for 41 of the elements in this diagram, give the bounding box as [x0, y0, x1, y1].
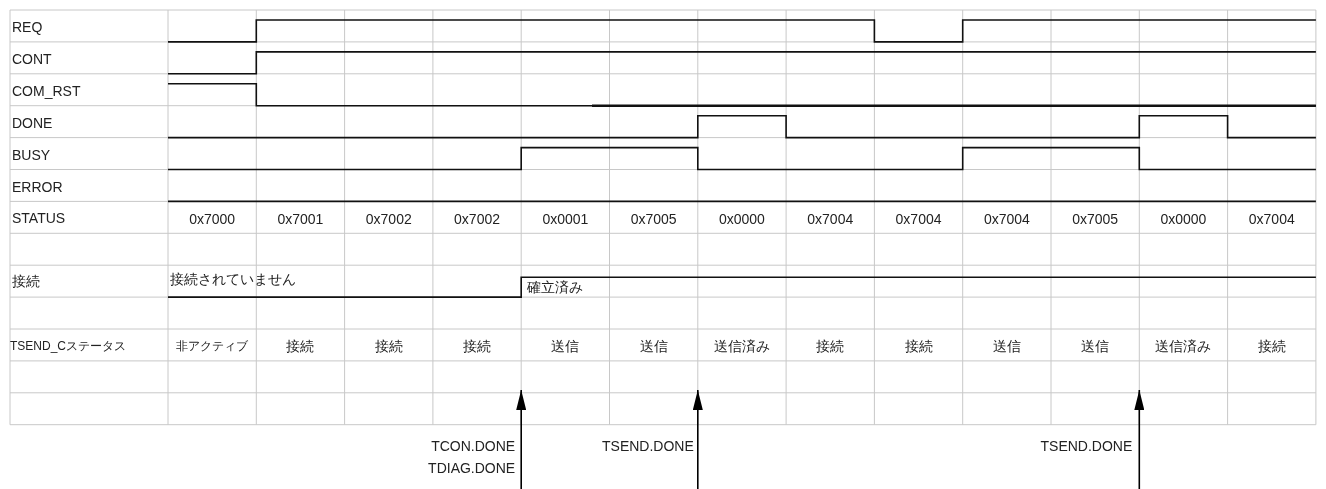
- state-text: 接続されていません: [170, 271, 296, 288]
- state-text: 送信: [551, 338, 580, 354]
- status-value: 0x7004: [983, 211, 1030, 228]
- status-value: 0x0000: [1160, 211, 1207, 228]
- state-text: 接続: [816, 338, 845, 354]
- status-value: 0x7000: [189, 211, 236, 228]
- signal-name: STATUS: [12, 210, 66, 227]
- state-text: 接続: [1257, 338, 1286, 354]
- event-label: TSEND.DONE: [602, 438, 694, 454]
- status-value: 0x7002: [454, 211, 500, 228]
- state-text: 送信: [992, 338, 1021, 354]
- signal-name: REQ: [12, 19, 43, 35]
- state-text: 非アクティブ: [176, 338, 249, 354]
- state-text: 接続: [463, 338, 492, 354]
- signal-name: COM_RST: [12, 82, 81, 99]
- status-value: 0x7005: [630, 211, 677, 228]
- status-value: 0x7002: [365, 211, 412, 228]
- signal-name: BUSY: [12, 146, 51, 163]
- status-value: 0x7004: [1248, 211, 1295, 228]
- state-text: 接続: [904, 338, 933, 354]
- state-text: 送信済み: [713, 338, 770, 354]
- signal-name: DONE: [12, 114, 53, 131]
- state-text: 送信済み: [1155, 338, 1212, 354]
- status-value: 0x7004: [895, 211, 942, 228]
- signal-name: TSEND_Cステータス: [10, 338, 126, 354]
- signal-name: CONT: [12, 50, 52, 67]
- signal-name: 接続: [12, 273, 40, 290]
- state-text: 送信: [1081, 338, 1110, 354]
- event-label: TDIAG.DONE: [428, 460, 516, 476]
- event-label: TCON.DONE: [431, 438, 516, 454]
- state-text: 確立済み: [527, 279, 584, 296]
- signal-name: ERROR: [12, 178, 63, 195]
- state-text: 接続: [374, 338, 403, 354]
- status-value: 0x7005: [1072, 211, 1119, 228]
- status-value: 0x0000: [718, 211, 765, 228]
- state-text: 接続: [286, 338, 315, 354]
- event-label: TSEND.DONE: [1040, 438, 1133, 454]
- state-text: 送信: [639, 338, 668, 354]
- status-value: 0x0001: [542, 211, 589, 228]
- status-value: 0x7001: [277, 211, 324, 228]
- status-value: 0x7004: [807, 211, 854, 228]
